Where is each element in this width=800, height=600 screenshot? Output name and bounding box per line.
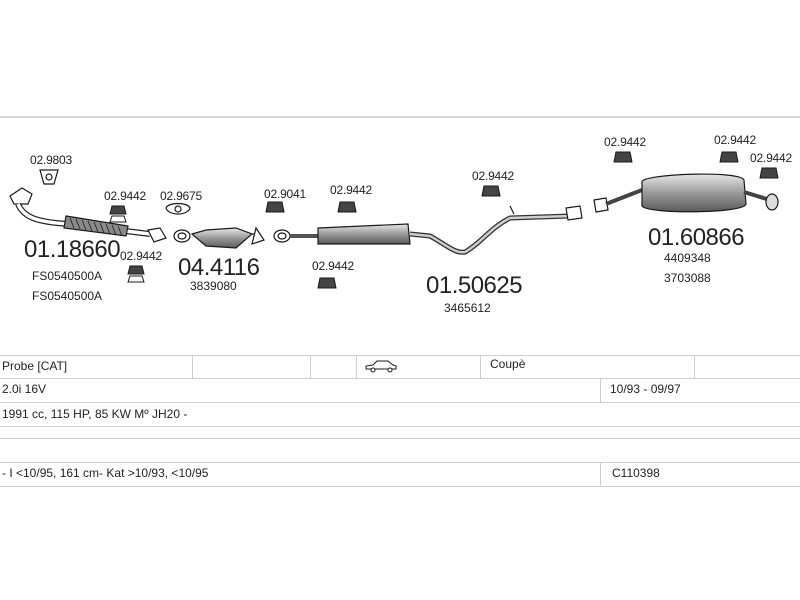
clamp-code: 02.9442 — [714, 133, 756, 147]
clamp-code: 02.9442 — [120, 249, 162, 263]
clamp-code: 02.9041 — [264, 187, 306, 201]
part-code: 01.18660 — [24, 236, 121, 263]
oem-number: 3465612 — [444, 301, 491, 315]
car-icon — [364, 359, 398, 378]
clamp-part — [759, 167, 779, 179]
clamp-code: 02.9442 — [330, 183, 372, 197]
cell-divider — [480, 355, 481, 378]
clamp-part — [317, 277, 337, 289]
clamp-part — [109, 205, 127, 223]
row-divider — [0, 402, 800, 403]
oem-number: 3703088 — [664, 271, 711, 285]
part-code: 01.50625 — [426, 272, 523, 299]
clamp-part — [265, 201, 285, 213]
gasket-part — [165, 202, 191, 215]
part-code: 04.4116 — [178, 254, 260, 281]
body-style: Coupè — [490, 357, 526, 371]
engine-specs: 1991 cc, 115 HP, 85 KW Mº JH20 - — [2, 407, 188, 421]
row-divider — [0, 378, 800, 379]
vehicle-type: Probe [CAT] — [2, 359, 68, 373]
clamp-code: 02.9675 — [160, 189, 202, 203]
oem-number: 4409348 — [664, 251, 711, 265]
clamp-part — [39, 169, 59, 185]
oem-number: FS0540500A — [32, 269, 103, 283]
clamp-code: 02.9442 — [472, 169, 514, 183]
rear-silencer-part — [593, 173, 779, 213]
cell-divider — [356, 355, 357, 378]
clamp-code: 02.9442 — [104, 189, 146, 203]
clamp-code: 02.9442 — [750, 151, 792, 165]
production-period: 10/93 - 09/97 — [610, 382, 681, 396]
middle-pipe-part — [273, 205, 583, 255]
cell-divider — [600, 462, 601, 486]
cell-divider — [192, 355, 193, 378]
cell-divider — [694, 355, 695, 378]
exhaust-diagram-svg — [9, 151, 779, 289]
row-divider — [0, 486, 800, 487]
exhaust-system-diagram: 02.9803 02.9442 02.9442 02.9675 02.9041 … — [0, 118, 800, 350]
clamp-code: 02.9442 — [604, 135, 646, 149]
row-divider — [0, 438, 800, 439]
fitment-note: - I <10/95, 161 cm- Kat >10/93, <10/95 — [2, 466, 209, 480]
clamp-part — [719, 151, 739, 163]
catalytic-converter-part — [173, 226, 265, 249]
row-divider — [0, 426, 800, 427]
clamp-part — [613, 151, 633, 163]
oem-number: 3839080 — [190, 279, 237, 293]
clamp-code: 02.9442 — [312, 259, 354, 273]
cell-divider — [600, 378, 601, 402]
engine-name: 2.0i 16V — [2, 382, 47, 396]
clamp-part — [337, 201, 357, 213]
clamp-part — [127, 265, 145, 283]
top-border — [0, 116, 800, 118]
part-code: 01.60866 — [648, 224, 745, 251]
oem-number: FS0540500A — [32, 289, 103, 303]
row-divider — [0, 462, 800, 463]
clamp-code: 02.9803 — [30, 153, 72, 167]
row-divider — [0, 355, 800, 356]
cell-divider — [310, 355, 311, 378]
reference-code: C110398 — [612, 466, 660, 480]
clamp-part — [481, 185, 501, 197]
front-pipe-part — [9, 187, 167, 243]
